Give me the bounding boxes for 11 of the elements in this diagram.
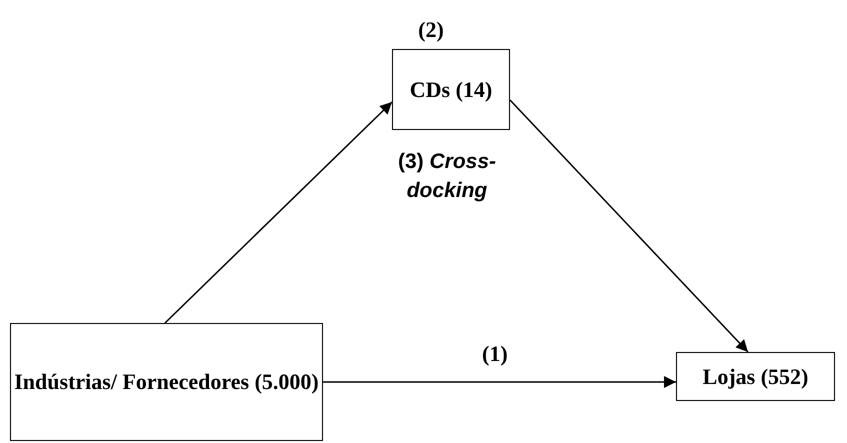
arrow (509, 99, 749, 353)
process-box (392, 49, 510, 130)
node-text: Indústrias/ Fornecedores (5.000) (14, 368, 319, 396)
node-caption: (2) (417, 16, 445, 44)
arrow (164, 101, 393, 324)
node-text: CDs (14) (410, 76, 492, 104)
process-box (676, 352, 835, 401)
process-box (10, 323, 323, 441)
node-text: Lojas (552) (702, 362, 808, 390)
arrow (323, 376, 676, 388)
note-text: (3) Cross-docking (396, 149, 498, 204)
